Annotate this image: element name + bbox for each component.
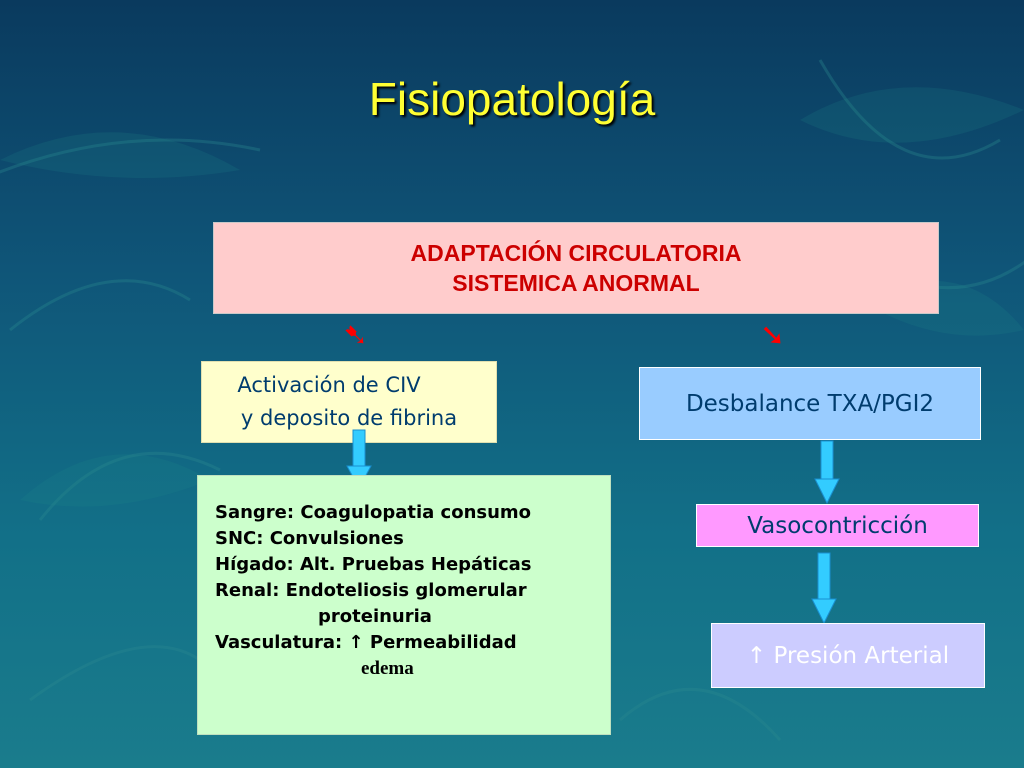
txa-pgi2-imbalance-box: Desbalance TXA/PGI2 [639,367,981,440]
vaso-box-label: Vasocontricción [747,512,928,539]
blood-pressure-box: ↑ Presión Arterial [711,623,985,688]
organ-effects-box: Sangre: Coagulopatia consumo SNC: Convul… [197,475,611,735]
vaso-to-pressure-arrow-icon [811,552,837,625]
effect-cns: SNC: Convulsiones [215,527,404,549]
txa-box-label: Desbalance TXA/PGI2 [685,390,935,417]
civ-box-line-2: y deposito de fibrina [240,406,458,430]
left-diagonal-arrow-icon: ➷ [343,318,369,353]
txa-to-vaso-arrow-icon [814,440,840,505]
top-box-line-2: SISTEMICA ANORMAL [452,270,700,296]
vasoconstriction-box: Vasocontricción [696,504,979,547]
pressure-up-arrow-icon: ↑ [746,642,767,669]
effect-renal: Renal: Endoteliosis glomerular [215,579,527,601]
civ-activation-box: Activación de CIV y deposito de fibrina [201,361,497,443]
circulatory-adaptation-box: ADAPTACIÓN CIRCULATORIA SISTEMICA ANORMA… [213,222,939,314]
effect-edema: edema [361,658,414,680]
civ-box-line-1: Activación de CIV [237,373,421,398]
vasculature-label: Vasculatura: [215,631,343,653]
top-box-line-1: ADAPTACIÓN CIRCULATORIA [410,239,742,266]
slide-title: Fisiopatología [368,73,656,125]
right-diagonal-arrow-icon: ➘ [760,318,786,353]
effect-liver: Hígado: Alt. Pruebas Hepáticas [215,553,532,575]
pressure-box-label: Presión Arterial [773,642,950,669]
effect-vasculature: Vasculatura: ↑ Permeabilidad [215,630,610,656]
up-arrow-icon: ↑ [348,631,364,653]
effect-blood: Sangre: Coagulopatia consumo [215,502,532,523]
effect-renal-proteinuria: proteinuria [318,605,432,627]
vasculature-value: Permeabilidad [369,631,517,653]
